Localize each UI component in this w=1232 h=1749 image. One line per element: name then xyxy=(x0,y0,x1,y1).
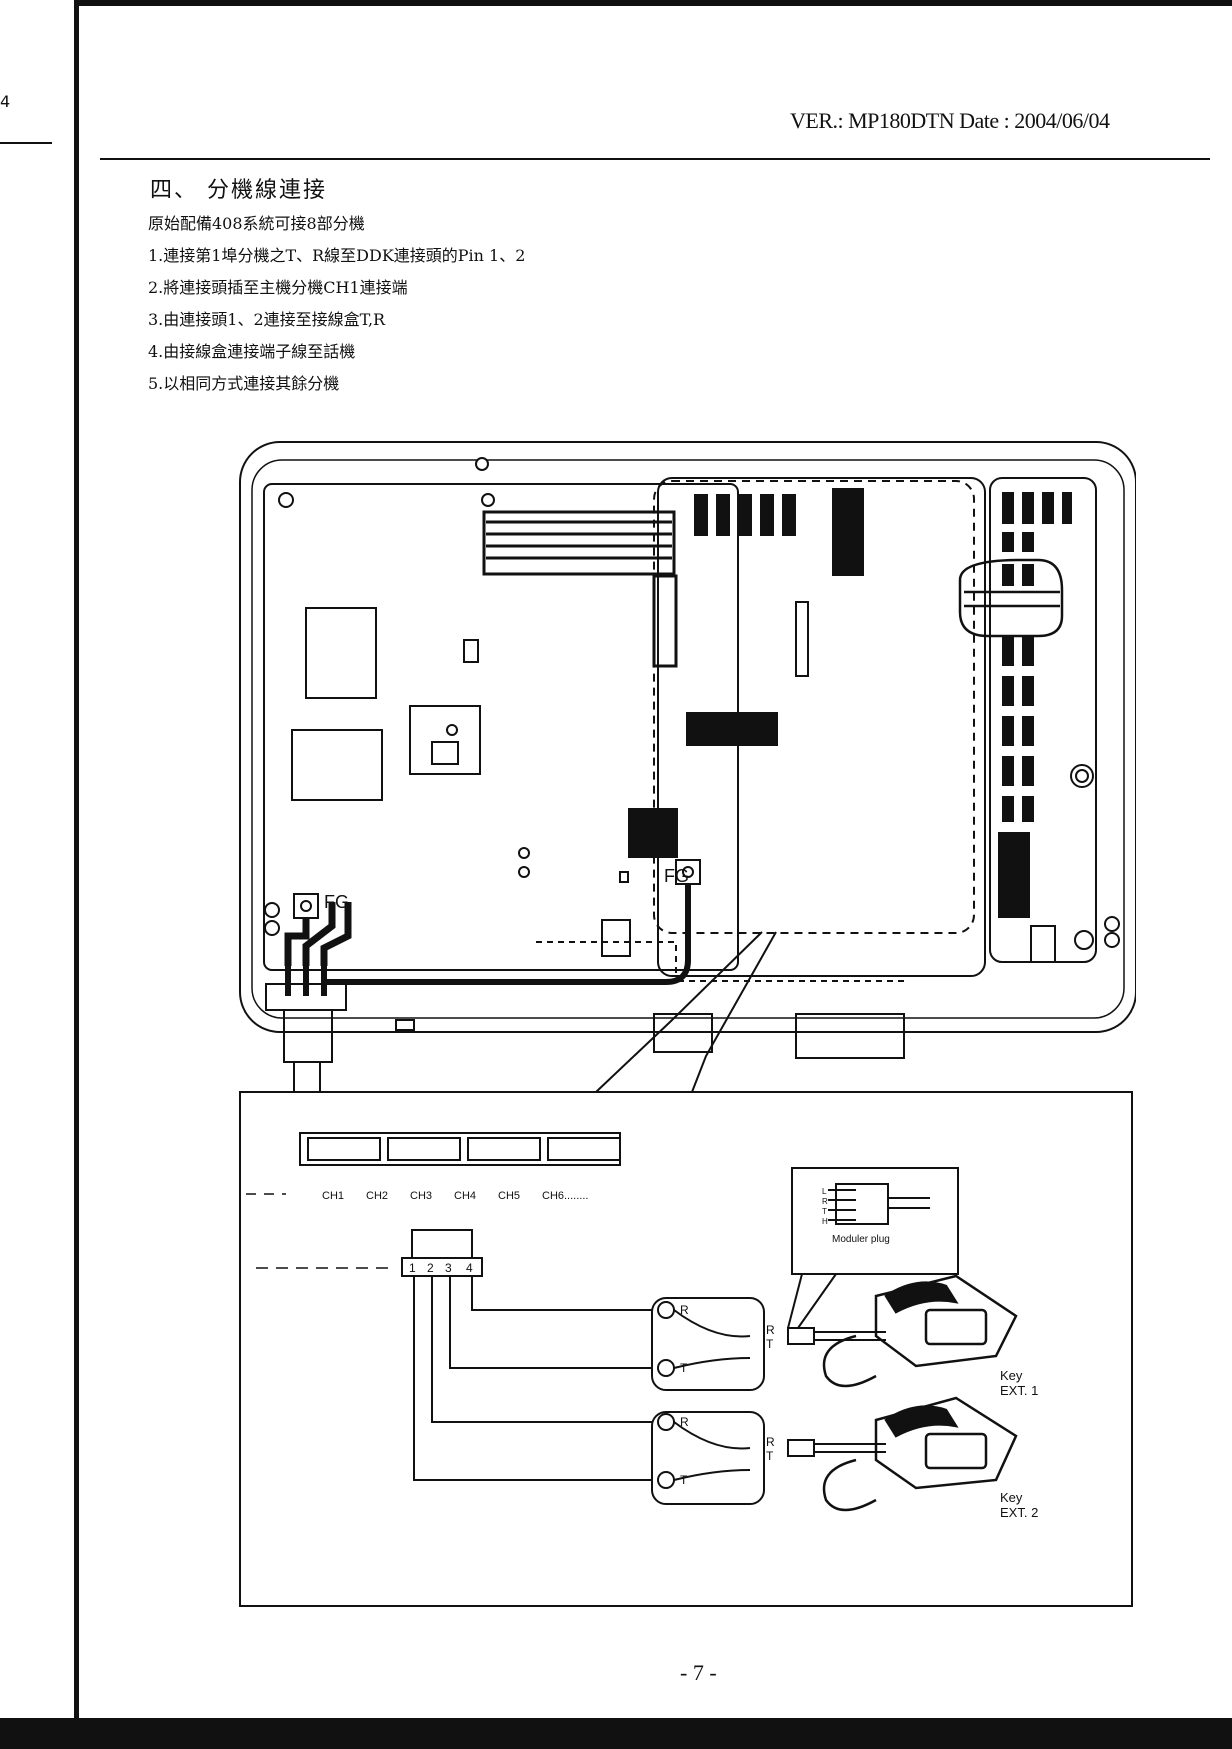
terminal-t: T xyxy=(680,1473,688,1487)
pin-label: 2 xyxy=(427,1261,434,1275)
jack-t: T xyxy=(766,1449,774,1463)
fg-label-right: FG xyxy=(664,866,689,886)
jack-r: R xyxy=(766,1435,775,1449)
pcb-chips xyxy=(628,488,1072,918)
page-number: - 7 - xyxy=(680,1660,717,1685)
telephone-ext2-icon xyxy=(822,1396,1018,1512)
channel-label: CH1 xyxy=(322,1190,344,1202)
version-date-line: VER.: MP180DTN Date : 2004/06/04 xyxy=(790,108,1110,133)
instruction-line: 4.由接線盒連接端子線至話機 xyxy=(148,342,356,361)
plug-letter: H xyxy=(822,1217,828,1226)
ribbon-cable xyxy=(482,510,678,668)
section-title: 四、 分機線連接 xyxy=(150,178,327,203)
ext1-label-line2: EXT. 1 xyxy=(1000,1383,1038,1398)
ext1-label-line1: Key xyxy=(1000,1368,1023,1383)
ext2-label-line1: Key xyxy=(1000,1490,1023,1505)
side-page-number: 4 xyxy=(0,92,11,111)
side-rule xyxy=(0,142,52,144)
instruction-line: 5.以相同方式連接其餘分機 xyxy=(148,374,340,393)
plug-letter: T xyxy=(822,1207,827,1216)
jack-t: T xyxy=(766,1337,774,1351)
fg-label-left: FG xyxy=(324,892,349,912)
callout-line xyxy=(595,931,763,1093)
fg-connection xyxy=(265,859,906,1093)
instruction-list: 原始配備408系統可接8部分機 1.連接第1埠分機之T、R線至DDK連接頭的Pi… xyxy=(148,208,525,400)
pin-label: 3 xyxy=(445,1261,452,1275)
pbx-main-unit xyxy=(239,441,1136,1033)
binder-edge-left xyxy=(74,0,79,1749)
plug-letter: R xyxy=(822,1197,828,1206)
rear-connectors xyxy=(395,1013,905,1059)
pin-label: 1 xyxy=(409,1261,416,1275)
binder-edge-top xyxy=(74,0,1232,6)
instruction-line: 原始配備408系統可接8部分機 xyxy=(148,214,365,233)
channel-label: CH3 xyxy=(410,1190,432,1202)
wiring-diagram: FG FG xyxy=(239,441,1136,1607)
instruction-line: 1.連接第1埠分機之T、R線至DDK連接頭的Pin 1、2 xyxy=(148,246,526,265)
callout-line xyxy=(691,931,777,1093)
plug-letter: L xyxy=(822,1187,827,1196)
telephone-ext1-icon xyxy=(822,1274,1018,1388)
instruction-line: 3.由連接頭1、2連接至接線盒T,R xyxy=(148,310,386,329)
terminal-r: R xyxy=(680,1415,689,1429)
flat-cable xyxy=(958,558,1064,638)
plug-caption: Moduler plug xyxy=(832,1234,890,1245)
instruction-line: 2.將連接頭插至主機分機CH1連接端 xyxy=(148,278,408,297)
jack-r: R xyxy=(766,1323,775,1337)
channel-label: CH4 xyxy=(454,1190,476,1202)
mount-screws xyxy=(264,457,1120,948)
terminal-r: R xyxy=(680,1303,689,1317)
pin-label: 4 xyxy=(466,1261,473,1275)
channel-label: CH5 xyxy=(498,1190,520,1202)
header-rule xyxy=(100,158,1210,160)
channel-label: CH2 xyxy=(366,1190,388,1202)
detail-box xyxy=(239,1091,1133,1607)
channel-label: CH6........ xyxy=(542,1190,588,1202)
terminal-t: T xyxy=(680,1361,688,1375)
ext2-label-line2: EXT. 2 xyxy=(1000,1505,1038,1520)
scan-bottom-band xyxy=(0,1718,1232,1749)
